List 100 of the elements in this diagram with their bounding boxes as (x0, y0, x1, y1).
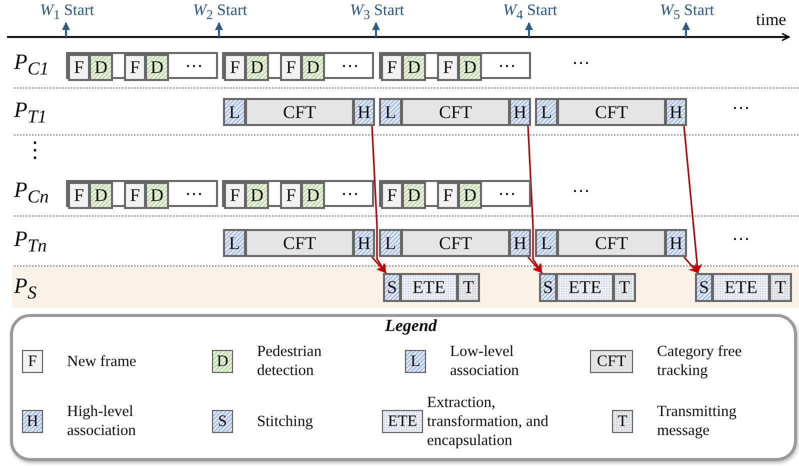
detection-step: D (245, 182, 269, 209)
legend-swatch: F (22, 350, 43, 373)
window-bar (222, 52, 374, 79)
stitching-step: S (383, 273, 401, 302)
ellipsis-text: ⋯ (185, 54, 204, 76)
legend-swatch: ETE (382, 410, 423, 433)
high-level-step: H (509, 98, 531, 126)
detection-step: D (145, 54, 169, 81)
frame-step: F (280, 182, 302, 209)
high-level-step: H (665, 229, 687, 257)
ellipsis-text: ⋯ (572, 52, 591, 74)
low-level-step: L (379, 98, 402, 126)
high-level-step: H (665, 98, 687, 126)
low-level-step: L (535, 98, 558, 126)
detection-step: D (245, 54, 269, 81)
tracking-step: CFT (245, 229, 354, 257)
detection-step: D (402, 54, 426, 81)
arrow (527, 256, 543, 274)
high-level-step: H (353, 98, 375, 126)
detection-step: D (301, 54, 325, 81)
ellipsis-text: ⋯ (498, 182, 517, 204)
tracking-step: CFT (401, 229, 510, 257)
legend-text: Low-level association (450, 342, 520, 380)
frame-step: F (280, 54, 302, 81)
row-label: P$_{T1}$ (14, 97, 47, 128)
detection-step: D (458, 54, 482, 81)
frame-step: F (124, 54, 146, 81)
arrow (371, 126, 387, 274)
window-bar (66, 52, 218, 79)
ellipsis-text: ⋯ (185, 182, 204, 204)
window-bar (379, 180, 531, 207)
ete-step: ETE (712, 273, 770, 302)
window-bar (66, 180, 218, 207)
frame-step: F (68, 182, 90, 209)
detection-step: D (145, 182, 169, 209)
ellipsis-text: ⋯ (732, 228, 751, 250)
row-label: P$_{Cn}$ (14, 177, 49, 208)
legend-swatch: S (212, 410, 233, 433)
detection-step: D (89, 54, 113, 81)
frame-step: F (224, 182, 246, 209)
legend-text: Transmitting message (657, 402, 738, 440)
row-label: P$_{C1}$ (14, 49, 49, 80)
low-level-step: L (535, 229, 558, 257)
legend-title: Legend (385, 316, 437, 336)
ellipsis-text: ⋯ (732, 97, 751, 119)
tracking-step: CFT (557, 229, 666, 257)
ellipsis-text: ⋯ (341, 54, 360, 76)
ellipsis-text: ⋯ (498, 54, 517, 76)
legend-swatch: H (22, 410, 43, 433)
arrow (527, 126, 543, 274)
legend-text: New frame (67, 352, 138, 370)
ete-step: ETE (400, 273, 458, 302)
window-start-label: W$_{3}$ Start (350, 2, 404, 24)
ellipsis-text: ⋯ (572, 180, 591, 202)
legend-swatch: D (212, 350, 233, 373)
vertical-ellipsis: ⋮ (24, 137, 46, 163)
legend-swatch: T (612, 410, 633, 433)
high-level-step: H (353, 229, 375, 257)
row-label: P$_{Tn}$ (14, 226, 47, 256)
legend-swatch: L (405, 350, 426, 373)
axis-label: time (756, 10, 786, 30)
window-bar (379, 52, 531, 79)
arrow (683, 126, 702, 274)
legend-text: High-level association (67, 402, 137, 440)
transmit-step: T (457, 273, 480, 302)
arrow (683, 256, 699, 274)
ellipsis-text: ⋯ (341, 182, 360, 204)
transmit-step: T (769, 273, 792, 302)
window-bar (222, 180, 374, 207)
frame-step: F (68, 54, 90, 81)
ete-step: ETE (556, 273, 614, 302)
stitching-step: S (695, 273, 713, 302)
window-start-label: W$_{1}$ Start (40, 2, 94, 24)
tracking-step: CFT (557, 98, 666, 126)
window-start-label: W$_{2}$ Start (193, 2, 248, 24)
legend-text: Extraction, transformation, and encapsulation (427, 392, 550, 450)
frame-step: F (124, 182, 146, 209)
detection-step: D (458, 182, 482, 209)
tracking-step: CFT (245, 98, 354, 126)
low-level-step: L (379, 229, 402, 257)
legend-text: Category free tracking (657, 342, 743, 380)
window-start-label: W$_{4}$ Start (503, 2, 558, 24)
legend-text: Pedestrian detection (257, 342, 323, 380)
transmit-step: T (613, 273, 636, 302)
window-start-label: W$_{5}$ Start (660, 2, 714, 24)
arrow (371, 256, 387, 274)
frame-step: F (381, 182, 403, 209)
high-level-step: H (509, 229, 531, 257)
detection-step: D (301, 182, 325, 209)
legend-swatch: CFT (590, 350, 633, 373)
detection-step: D (402, 182, 426, 209)
detection-step: D (89, 182, 113, 209)
stitching-step: S (539, 273, 557, 302)
frame-step: F (437, 182, 459, 209)
row-label: P$_{S}$ (14, 273, 37, 304)
frame-step: F (224, 54, 246, 81)
low-level-step: L (223, 229, 246, 257)
frame-step: F (437, 54, 459, 81)
legend-text: Stitching (257, 412, 314, 430)
tracking-step: CFT (401, 98, 510, 126)
